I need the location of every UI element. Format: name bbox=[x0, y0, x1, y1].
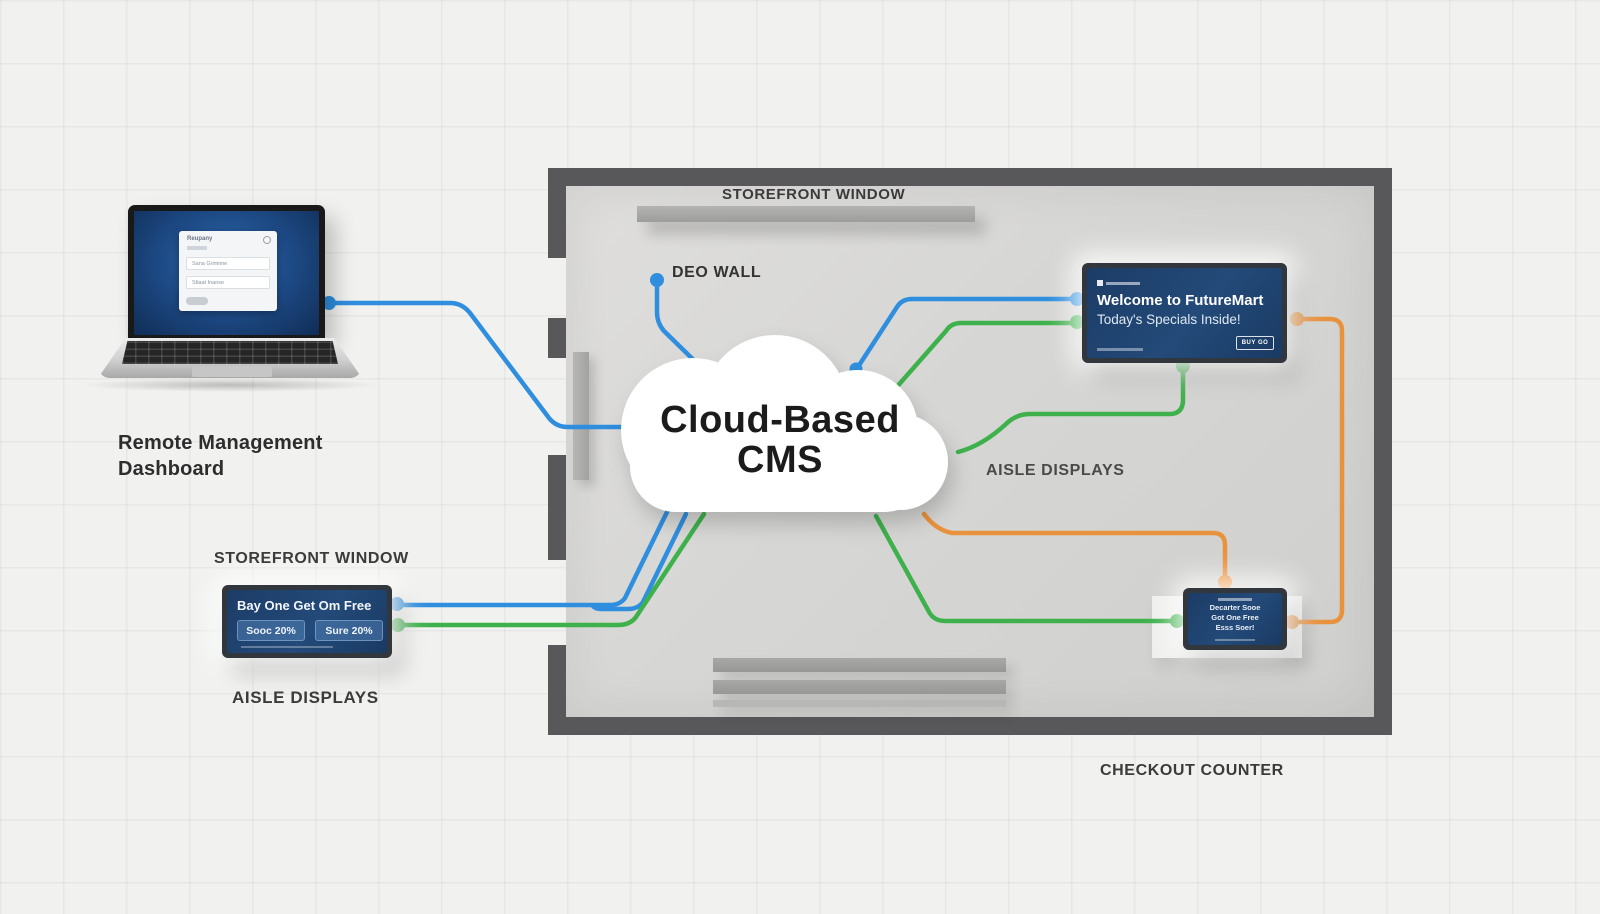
store-shelf bbox=[713, 680, 1006, 694]
checkout-display-footer-bar bbox=[1215, 639, 1255, 641]
store-shelf bbox=[713, 700, 1006, 707]
store-shelf bbox=[713, 658, 1006, 672]
label-video-wall: DEO WALL bbox=[672, 264, 762, 281]
cloud-title-line1: Cloud-Based bbox=[660, 399, 900, 441]
node-welcome-right-orange bbox=[1290, 312, 1304, 326]
laptop-touchpad bbox=[192, 366, 272, 377]
dialog-icon bbox=[263, 236, 271, 244]
welcome-display-title: Welcome to FutureMart bbox=[1097, 292, 1264, 309]
checkout-display-line2: Got One Free bbox=[1211, 613, 1259, 623]
dialog-subtitle-bar bbox=[187, 246, 207, 250]
laptop-keyboard bbox=[122, 341, 338, 364]
welcome-display: Welcome to FutureMart Today's Specials I… bbox=[1082, 263, 1287, 363]
wire-cms-to-leftdisplay-green bbox=[394, 511, 707, 628]
storefront-window-bar bbox=[637, 206, 975, 222]
wire-cms-to-leftdisplay-blue2 bbox=[590, 511, 689, 612]
welcome-display-button: BUY GO bbox=[1236, 336, 1274, 350]
label-storefront-window-top: STOREFRONT WINDOW bbox=[722, 186, 906, 203]
node-checkout-top-orange bbox=[1218, 575, 1232, 589]
dashboard-dialog: Reupany Sana Grimime Stlaat Inanse bbox=[179, 231, 277, 311]
store-wall-left-segment bbox=[548, 168, 566, 258]
left-display-button-1: Sooc 20% bbox=[237, 620, 305, 641]
wire-laptop-to-cms bbox=[326, 300, 653, 430]
wire-welcome-bottom-to-cms-green bbox=[955, 363, 1186, 455]
logo-wordmark bbox=[1106, 281, 1140, 285]
label-aisle-displays-left: AISLE DISPLAYS bbox=[232, 688, 379, 707]
left-display-buttons: Sooc 20% Sure 20% bbox=[237, 620, 383, 641]
node-checkout-right-orange bbox=[1285, 615, 1299, 629]
welcome-display-subtitle: Today's Specials Inside! bbox=[1097, 312, 1241, 327]
checkout-display-line3: Esss Soer! bbox=[1215, 623, 1255, 633]
dialog-button bbox=[186, 297, 208, 305]
label-checkout-counter: CHECKOUT COUNTER bbox=[1100, 762, 1284, 779]
wire-checkout-to-welcome-orange bbox=[1291, 316, 1345, 625]
label-storefront-window-left: STOREFRONT WINDOW bbox=[214, 550, 409, 567]
store-wall-right bbox=[1374, 168, 1392, 735]
label-remote-management-dashboard: Remote Management Dashboard bbox=[118, 432, 323, 480]
dialog-title: Reupany bbox=[187, 236, 213, 242]
node-checkout-left-green bbox=[1170, 614, 1184, 628]
welcome-display-logo bbox=[1097, 280, 1140, 286]
checkout-display-line1: Decarter Sooe bbox=[1209, 603, 1261, 612]
welcome-display-ticker bbox=[1097, 348, 1143, 351]
wire-cms-to-leftdisplay-blue bbox=[394, 507, 671, 608]
storefront-aisle-display-screen: Bay One Get Om Free Sooc 20% Sure 20% bbox=[227, 590, 387, 653]
node-welcome-left-blue bbox=[1070, 292, 1084, 306]
store-wall-top bbox=[548, 168, 1392, 186]
store-wall-left-segment bbox=[548, 645, 566, 735]
checkout-display-screen: Decarter Sooe Got One Free Esss Soer! bbox=[1188, 593, 1282, 645]
entrance-door bbox=[573, 352, 589, 480]
node-leftdisplay-blue bbox=[390, 597, 404, 611]
wire-cms-to-checkout-green bbox=[873, 513, 1177, 624]
storefront-aisle-display: Bay One Get Om Free Sooc 20% Sure 20% bbox=[222, 585, 392, 658]
wire-cms-to-video-wall bbox=[654, 283, 713, 379]
checkout-display: Decarter Sooe Got One Free Esss Soer! bbox=[1183, 588, 1287, 650]
dialog-field-1: Sana Grimime bbox=[186, 257, 270, 270]
store-wall-left-segment bbox=[548, 455, 566, 560]
checkout-display-text: Decarter Sooe Got One Free Esss Soer! bbox=[1188, 603, 1282, 633]
node-leftdisplay-green bbox=[391, 618, 405, 632]
cloud-title-line2: CMS bbox=[737, 439, 823, 482]
node-video-wall bbox=[650, 273, 664, 287]
node-laptop bbox=[322, 296, 336, 310]
laptop-shadow bbox=[80, 378, 380, 392]
wire-cms-to-checkout-orange bbox=[921, 511, 1228, 582]
laptop-screen: Reupany Sana Grimime Stlaat Inanse bbox=[128, 205, 325, 338]
left-display-title: Bay One Get Om Free bbox=[237, 598, 372, 613]
welcome-display-screen: Welcome to FutureMart Today's Specials I… bbox=[1087, 268, 1282, 358]
wire-cms-to-welcome-blue bbox=[853, 296, 1077, 373]
store-wall-bottom bbox=[548, 717, 1392, 735]
cloud-shape bbox=[621, 335, 948, 512]
cloud-cms-title: Cloud-Based CMS bbox=[640, 400, 920, 481]
store-wall-left-segment bbox=[548, 318, 566, 358]
node-welcome-left-green bbox=[1070, 315, 1084, 329]
logo-mark-icon bbox=[1097, 280, 1103, 286]
laptop-display: Reupany Sana Grimime Stlaat Inanse bbox=[134, 211, 319, 335]
wire-cms-to-welcome-green bbox=[877, 320, 1077, 409]
label-aisle-displays-store: AISLE DISPLAYS bbox=[986, 462, 1125, 479]
left-display-underline bbox=[241, 646, 333, 648]
dialog-field-2: Stlaat Inanse bbox=[186, 276, 270, 289]
left-display-button-2: Sure 20% bbox=[315, 620, 383, 641]
checkout-display-header-bar bbox=[1218, 598, 1252, 601]
